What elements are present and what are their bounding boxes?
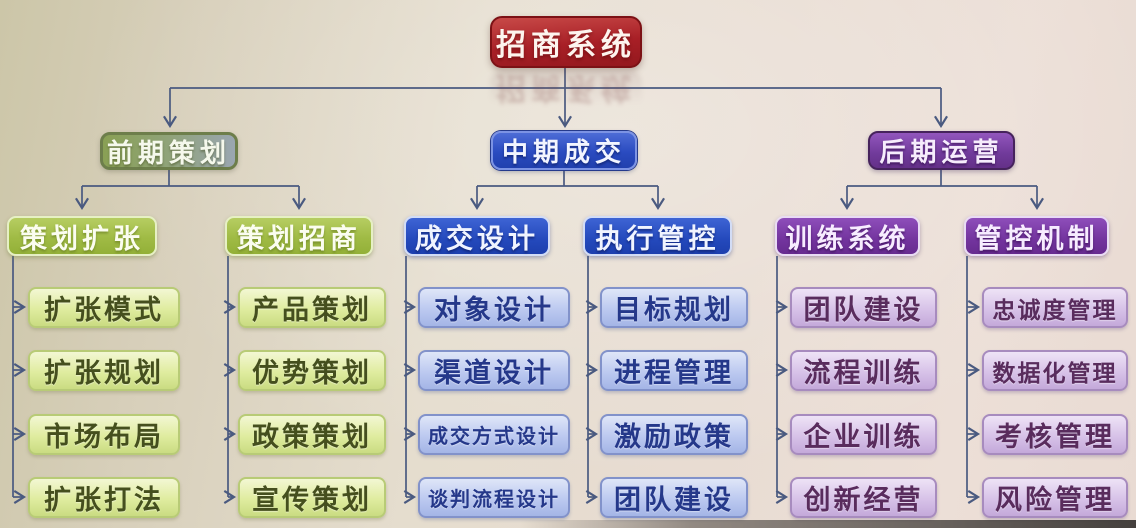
leaf-node-advantage-planning: 优势策划 [238, 350, 386, 391]
section-node-expansion-planning: 策划扩张 [7, 216, 157, 256]
section-node-execution-control: 执行管控 [583, 216, 732, 256]
phase-node-pre-planning: 前期策划 [100, 132, 238, 170]
leaf-node-team-building-training: 团队建设 [790, 287, 937, 328]
photo-edge-shadow [520, 520, 1136, 528]
leaf-node-negotiation-process-design: 谈判流程设计 [418, 477, 570, 518]
root-node-reflection: 招商系统 [490, 71, 642, 110]
leaf-node-expansion-plan: 扩张规划 [28, 350, 180, 391]
leaf-node-policy-planning: 政策策划 [238, 414, 386, 455]
leaf-node-deal-method-design: 成交方式设计 [418, 414, 570, 455]
phase-node-post-operation: 后期运营 [868, 131, 1015, 170]
leaf-node-data-management: 数据化管理 [982, 350, 1128, 391]
leaf-node-enterprise-training: 企业训练 [790, 414, 937, 455]
leaf-node-expansion-tactics: 扩张打法 [28, 477, 180, 518]
leaf-node-loyalty-management: 忠诚度管理 [982, 287, 1128, 328]
leaf-node-goal-planning: 目标规划 [600, 287, 748, 328]
leaf-node-product-planning: 产品策划 [238, 287, 386, 328]
leaf-node-promotion-planning: 宣传策划 [238, 477, 386, 518]
leaf-node-innovation-operation: 创新经营 [790, 477, 937, 518]
leaf-node-progress-management: 进程管理 [600, 350, 748, 391]
leaf-node-assessment-management: 考核管理 [982, 414, 1128, 455]
section-node-control-mechanism: 管控机制 [964, 216, 1109, 256]
leaf-node-market-layout: 市场布局 [28, 414, 180, 455]
leaf-node-risk-management: 风险管理 [982, 477, 1128, 518]
root-node: 招商系统 [490, 16, 642, 68]
leaf-node-target-design: 对象设计 [418, 287, 570, 328]
leaf-node-process-training: 流程训练 [790, 350, 937, 391]
phase-node-mid-deal: 中期成交 [491, 131, 637, 170]
leaf-node-expansion-model: 扩张模式 [28, 287, 180, 328]
section-node-training-system: 训练系统 [775, 216, 920, 256]
section-node-investment-planning: 策划招商 [225, 216, 373, 256]
leaf-node-channel-design: 渠道设计 [418, 350, 570, 391]
leaf-node-incentive-policy: 激励政策 [600, 414, 748, 455]
section-node-deal-design: 成交设计 [404, 216, 550, 256]
leaf-node-team-building-exec: 团队建设 [600, 477, 748, 518]
